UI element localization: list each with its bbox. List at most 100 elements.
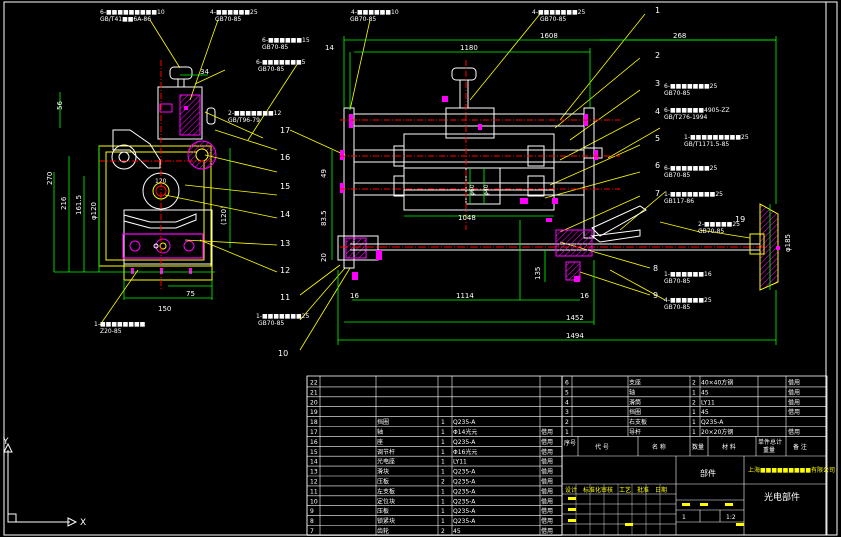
bom-right-qty: 2 (692, 380, 696, 387)
callout-9: 6-■■■■■■4905-ZZ (664, 107, 730, 114)
bom-left-no: 22 (310, 380, 318, 387)
bom-header-qty: 数量 (692, 443, 704, 451)
bom-right-name: 挡圈 (629, 408, 641, 416)
bom-left-note: 借用 (541, 507, 553, 515)
bom-left-no: 12 (310, 479, 318, 486)
callout-2: 4-■■■■■■25 (210, 9, 258, 16)
bom-left-material: Φ14光元 (453, 428, 477, 436)
bom-header-material: 材 料 (722, 443, 736, 451)
bom-left-note: 借用 (541, 487, 553, 495)
bom-left-qty: 1 (441, 459, 445, 466)
bom-left-qty: 1 (441, 518, 445, 525)
bom-right-qty: 1 (692, 419, 696, 426)
bom-right-qty: 1 (692, 429, 696, 436)
dim-1494: 1494 (566, 332, 584, 340)
balloon-12: 12 (280, 266, 290, 275)
bom-left-no: 20 (310, 399, 318, 406)
front-view-dimensions (331, 36, 777, 345)
balloon-2: 2 (655, 51, 660, 60)
bom-right-qty: 1 (692, 409, 696, 416)
title-sign-label: 工艺 (619, 486, 631, 494)
callout-5-std: GB70-85 (262, 44, 288, 51)
bom-left-material: Q235-A (453, 508, 476, 515)
callout-1: 6-■■■■■■■■■10 (100, 9, 165, 16)
leader-lines (99, 13, 751, 351)
bom-left-no: 16 (310, 439, 318, 446)
callout-16: 1-■■■■■■■25 (256, 313, 309, 320)
bom-header-no: 序号 (564, 439, 576, 447)
dim-1452: 1452 (566, 314, 584, 322)
callout-1-std: GB/T41■■6A-86 (100, 16, 151, 23)
dim-14: 14 (325, 44, 334, 52)
bom-left-material: Φ16光元 (453, 448, 477, 456)
bom-right-no: 6 (565, 380, 569, 387)
dim-1114: 1114 (456, 292, 474, 300)
bom-left-material: Q235-A (453, 439, 476, 446)
dim-150: 150 (158, 305, 171, 313)
bom-header-note: 备 注 (793, 443, 807, 451)
bom-right-note: 借用 (788, 428, 800, 436)
balloon-11: 11 (280, 293, 290, 302)
callout-16-std: GB70-85 (258, 320, 284, 327)
axis-y-label: Y (2, 437, 9, 447)
title-company: 上海■■■■■■■■■有限公司 (748, 466, 835, 474)
callout-14-std: GB70-85 (664, 278, 690, 285)
dim-1048: 1048 (458, 214, 476, 222)
balloon-3: 3 (655, 79, 660, 88)
callout-11-std: GB70-85 (664, 172, 690, 179)
balloon-numbers: 1 2 3 4 5 6 7 8 9 10 11 12 13 14 15 16 1… (278, 6, 745, 358)
bom-left-note: 借用 (541, 497, 553, 505)
callout-12: 1-■■■■■■■■25 (664, 191, 723, 198)
bom-left-note: 借用 (541, 478, 553, 486)
bom-left-no: 21 (310, 389, 318, 396)
title-drawing-name: 光电部件 (764, 491, 800, 503)
balloon-9: 9 (653, 291, 658, 300)
balloon-19: 19 (735, 215, 745, 224)
bom-left-name: 定位块 (377, 497, 395, 505)
bom-left-name: 座 (377, 438, 383, 446)
bom-left-note: 借用 (541, 448, 553, 456)
balloon-7: 7 (655, 189, 660, 198)
balloon-13: 13 (280, 239, 290, 248)
callout-8-std: GB70-85 (664, 90, 690, 97)
dim-1180: 1180 (460, 44, 478, 52)
callout-11: 6-■■■■■■■25 (664, 165, 717, 172)
bom-right-no: 2 (565, 419, 569, 426)
bom-left-name: 压板 (377, 478, 389, 486)
balloon-14: 14 (280, 210, 290, 219)
bom-left-qty: 1 (441, 508, 445, 515)
callout-6: 6-■■■■■■■5 (256, 59, 306, 66)
title-sign-label: 日期 (655, 486, 667, 494)
bom-left-qty: 1 (441, 419, 445, 426)
title-sign-label: 标准化 (583, 486, 601, 494)
bom-right-qty: 1 (692, 389, 696, 396)
title-sheet-a: 1 (682, 514, 686, 521)
balloon-4: 4 (655, 107, 660, 116)
bom-header-name: 名 称 (652, 443, 666, 451)
dim-20: 20 (320, 253, 328, 262)
callout-10: 1-■■■■■■■■■25 (684, 134, 749, 141)
bom-right-qty: 2 (692, 399, 696, 406)
bom-left-no: 13 (310, 469, 318, 476)
bom-left-material: Q235-A (453, 488, 476, 495)
bom-left-no: 15 (310, 449, 318, 456)
title-sign-label: 批准 (637, 486, 649, 494)
dim-75: 75 (186, 290, 195, 298)
side-view-dimensions (53, 74, 231, 300)
bom-right-name: 轴 (629, 388, 635, 396)
bom-right-no: 4 (565, 399, 569, 406)
callout-15-std: GB70-85 (664, 304, 690, 311)
bom-header-total: 总计 (770, 438, 782, 446)
bom-left-material: 45 (453, 528, 461, 535)
balloon-6: 6 (655, 161, 660, 170)
bom-right-name: 导杆 (629, 428, 641, 436)
callout-9-std: GB/T276-1994 (664, 114, 708, 121)
bom-left-name: 锁紧块 (377, 517, 395, 525)
bom-left-name: 调节杆 (377, 448, 395, 456)
callout-4-std: GB70-85 (540, 16, 566, 23)
bom-right-note: 借用 (788, 398, 800, 406)
bom-left-qty: 1 (441, 439, 445, 446)
